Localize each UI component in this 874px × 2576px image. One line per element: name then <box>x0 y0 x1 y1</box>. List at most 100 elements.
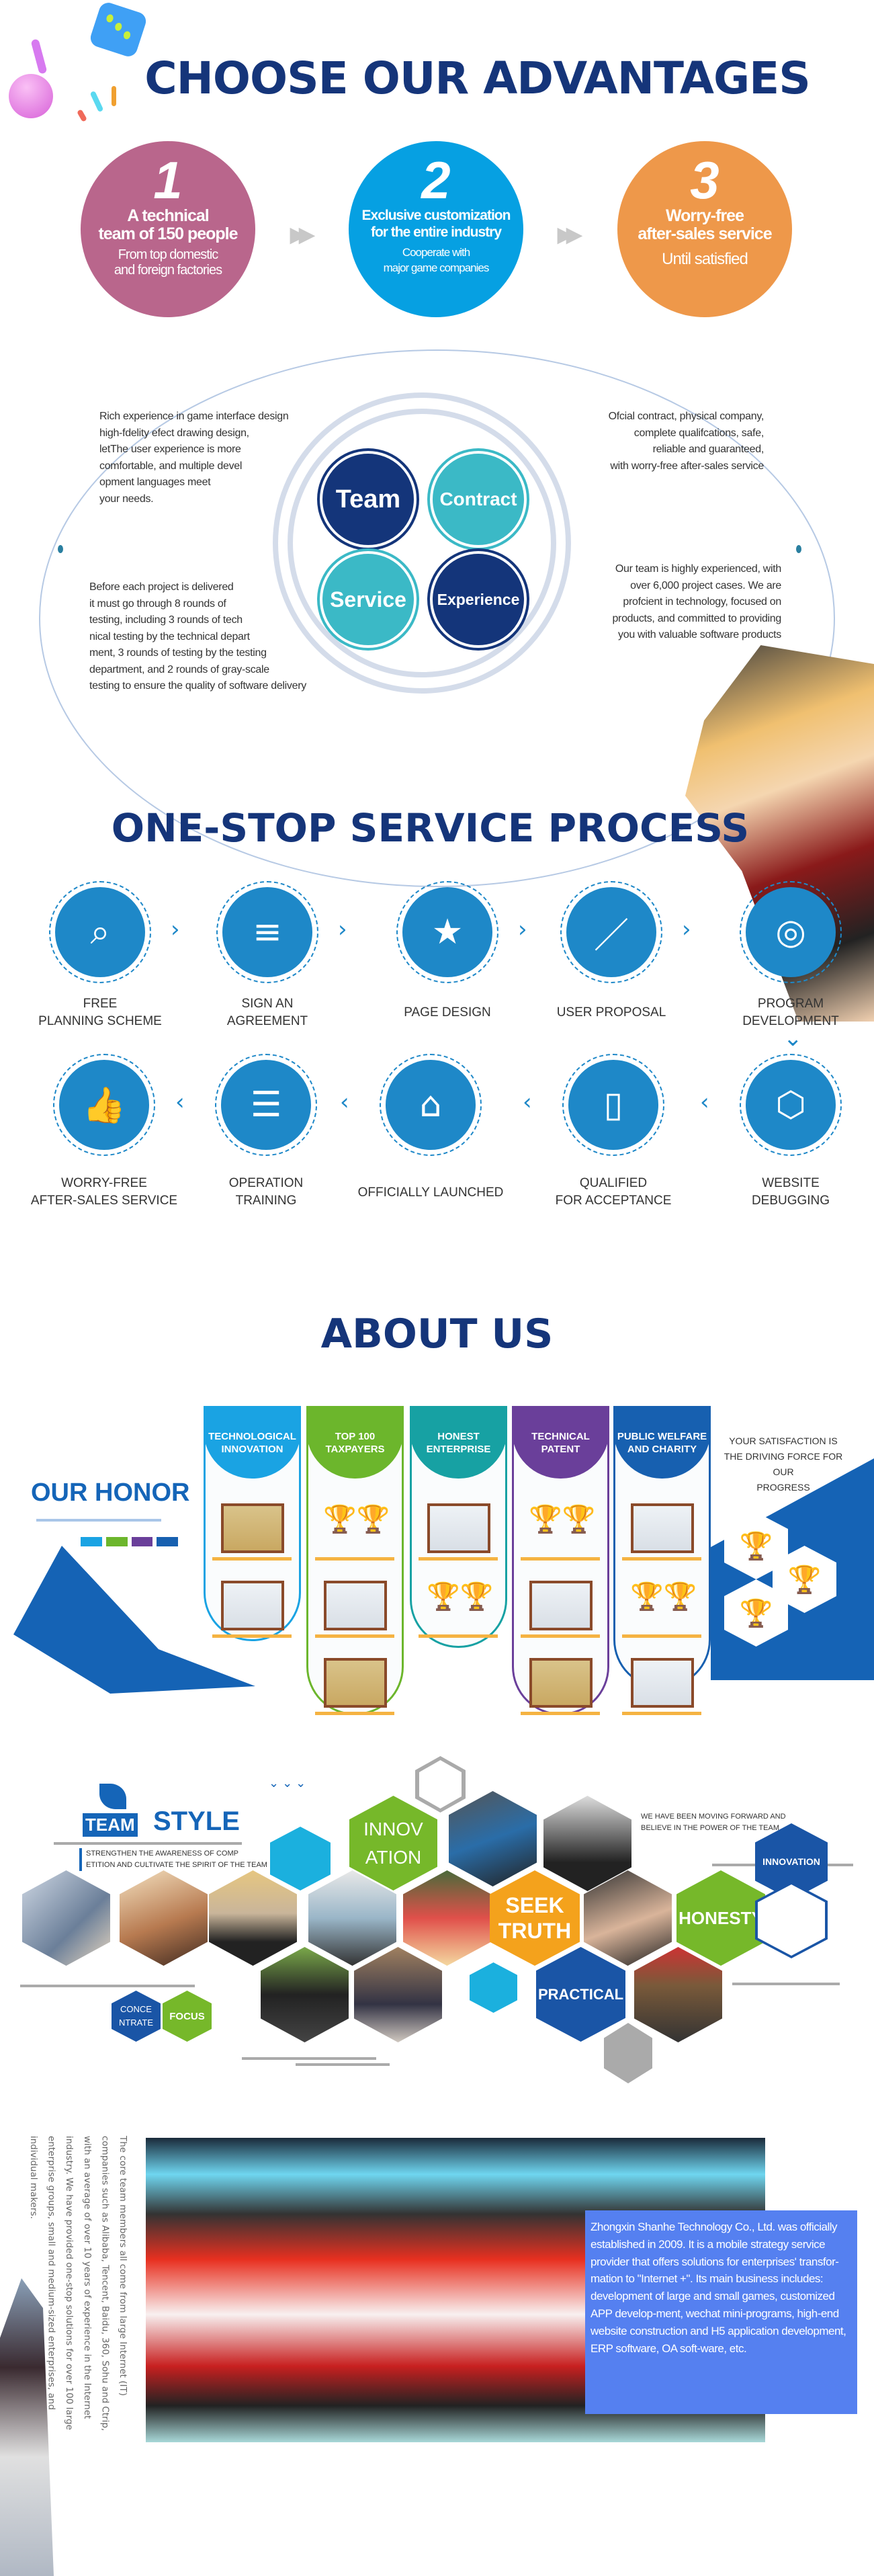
process-step-label: QUALIFIED FOR ACCEPTANCE <box>555 1176 672 1208</box>
trophy-icon: 🏆🏆 <box>630 1581 697 1612</box>
advantage-title: Worry-free after-sales service <box>638 206 772 243</box>
photo-hex <box>634 1947 722 2042</box>
core-circle-service: Service <box>320 551 417 648</box>
decor-shelf <box>622 1634 701 1638</box>
decor-circuit-line <box>296 2063 390 2066</box>
step-icon: ◎ <box>775 912 806 952</box>
advantage-number: 2 <box>421 151 451 210</box>
process-step-circle: ▯ <box>562 1054 664 1156</box>
process-step-label: SIGN AN AGREEMENT <box>226 997 308 1028</box>
company-vertical-text: The core team members all come from larg… <box>28 2136 128 2432</box>
step-icon: ▯ <box>603 1085 623 1125</box>
photo-hex <box>209 1870 297 1966</box>
chevron-left-icon: ‹ <box>700 1089 709 1116</box>
decor-hex-grey <box>604 2023 652 2083</box>
hex-honesty: HONESTY <box>676 1870 765 1966</box>
decor-shelf <box>315 1712 394 1715</box>
honor-column-header: TECHNOLOGICAL INNOVATION <box>204 1406 301 1479</box>
honor-column: TOP 100 TAXPAYERS🏆🏆 <box>306 1406 404 1715</box>
chevron-right-icon: › <box>338 916 347 943</box>
trophy-hex: 🏆 <box>724 1579 788 1647</box>
honor-column: TECHNOLOGICAL INNOVATION <box>204 1406 301 1641</box>
step-icon: ★ <box>431 912 464 952</box>
process-step-circle: ／ <box>560 881 662 983</box>
chevron-right-icon: › <box>682 916 691 943</box>
decor-dot <box>796 545 801 553</box>
decor-ring-outer <box>273 392 571 694</box>
process-step-circle: ⌕ <box>49 881 151 983</box>
decor-shelf <box>419 1634 498 1638</box>
process-step-circle: ⌂ <box>380 1054 482 1156</box>
decor-circuit-line <box>20 1985 195 1987</box>
chevron-right-icon: › <box>171 916 180 943</box>
honor-column-header: HONEST ENTERPRISE <box>410 1406 507 1479</box>
photo-hex <box>403 1870 491 1966</box>
hex-seek-truth: SEEK TRUTH <box>490 1870 580 1966</box>
decor-shelf <box>622 1557 701 1561</box>
decor-circuit-line <box>242 2057 376 2060</box>
advantages-title: CHOOSE OUR ADVANTAGES <box>144 52 811 104</box>
double-chevron-icon: ▶▶ <box>290 224 314 246</box>
decor-hex-outline <box>415 1756 466 1813</box>
decor-shelf <box>521 1712 600 1715</box>
chevron-left-icon: ‹ <box>340 1089 349 1116</box>
core-circle-team: Team <box>320 451 417 548</box>
decor-shelf <box>315 1557 394 1561</box>
decor-underline <box>36 1519 161 1522</box>
photo-hex <box>22 1870 110 1966</box>
core-circle-experience: Experience <box>430 551 527 648</box>
decor-shelf <box>521 1557 600 1561</box>
advantage-card-1: 1 A technical team of 150 people From to… <box>81 141 255 317</box>
photo-hex <box>449 1791 537 1886</box>
advantage-subtitle: Cooperate with major game companies <box>383 246 490 274</box>
decor-squiggle <box>77 109 87 122</box>
photo-hex <box>261 1947 349 2042</box>
decor-ball <box>9 74 53 118</box>
honor-column: PUBLIC WELFARE AND CHARITY 🏆🏆 <box>613 1406 711 1715</box>
honor-column-header: TECHNICAL PATENT <box>512 1406 609 1479</box>
decor-circuit-line <box>54 1842 242 1845</box>
company-intro-text: Zhongxin Shanhe Technology Co., Ltd. was… <box>591 2220 846 2355</box>
advantage-number: 3 <box>690 151 719 210</box>
certificate-image <box>529 1658 593 1708</box>
process-step-label: USER PROPOSAL <box>556 1005 666 1020</box>
core-circle-contract: Contract <box>430 451 527 548</box>
honor-column: HONEST ENTERPRISE🏆🏆 <box>410 1406 507 1648</box>
trophy-icon: 🏆🏆 <box>323 1504 390 1535</box>
chevron-down-icon: ⌄ <box>783 1025 803 1052</box>
certificate-image <box>221 1581 284 1630</box>
decor-hex-cyan <box>470 1962 517 2013</box>
certificate-image <box>427 1503 490 1553</box>
decor-chat-bubble <box>88 0 148 59</box>
honor-column: TECHNICAL PATENT 🏆🏆 <box>512 1406 609 1715</box>
step-icon: ⬡ <box>775 1085 806 1125</box>
advantage-card-2: 2 Exclusive customization for the entire… <box>349 141 523 317</box>
process-step-circle: ≡ <box>216 881 318 983</box>
certificate-image <box>324 1581 387 1630</box>
certificate-image <box>529 1581 593 1630</box>
team-style-title-style: STYLE <box>153 1806 240 1836</box>
process-step-circle: ⬡ <box>740 1054 842 1156</box>
core-text-design: Rich experience in game interface design… <box>99 411 289 505</box>
certificate-image <box>221 1503 284 1553</box>
hex-concentrate: CONCE NTRATE <box>112 1991 161 2042</box>
photo-hex <box>543 1796 631 1891</box>
team-style-subtitle: STRENGTHEN THE AWARENESS OF COMP ETITION… <box>79 1848 267 1871</box>
honor-column-header: PUBLIC WELFARE AND CHARITY <box>613 1406 711 1479</box>
company-intro-box: Zhongxin Shanhe Technology Co., Ltd. was… <box>585 2210 857 2414</box>
decor-shelf <box>419 1557 498 1561</box>
trophy-icon: 🏆 <box>739 1597 773 1629</box>
decor-hex-outline-blue <box>755 1882 828 1958</box>
process-step-label: OPERATION TRAINING <box>228 1176 304 1208</box>
decor-shelf <box>315 1634 394 1638</box>
team-style-right-text: WE HAVE BEEN MOVING FORWARD AND BELIEVE … <box>641 1813 786 1832</box>
advantage-title: Exclusive customization for the entire i… <box>361 208 511 240</box>
process-step-label: WEBSITE DEBUGGING <box>751 1176 830 1208</box>
trophy-icon: 🏆🏆 <box>529 1504 596 1535</box>
step-icon: ／ <box>593 915 629 956</box>
bird-icon: ⌄ ⌄ ⌄ <box>269 1776 306 1790</box>
decor-shelf <box>622 1712 701 1715</box>
advantage-number: 1 <box>153 151 183 210</box>
decor-shelf <box>521 1634 600 1638</box>
process-step-label: PROGRAM DEVELOPMENT <box>742 997 839 1028</box>
